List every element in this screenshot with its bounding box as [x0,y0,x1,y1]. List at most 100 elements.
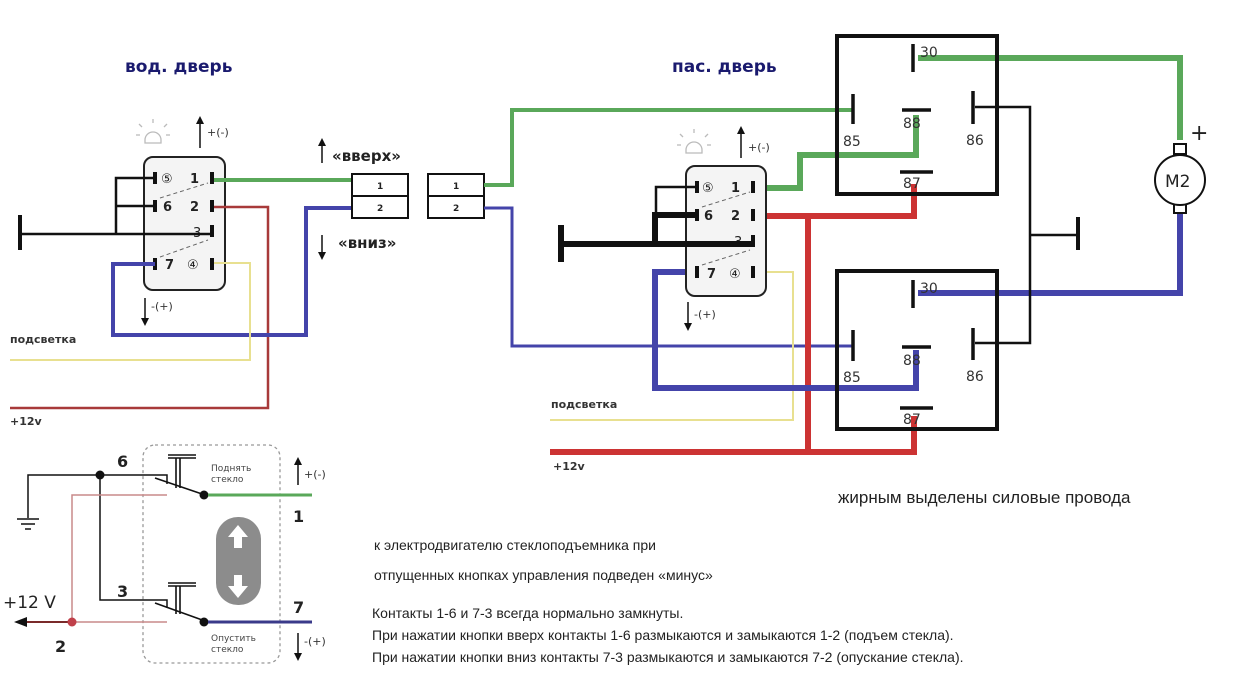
driver-ground-wires [18,176,213,250]
lower-button-icon [154,582,206,622]
relay-up-pin-87: 87 [903,176,921,192]
schematic-pin-3: 3 [117,582,128,601]
switch-schematic: 6 3 +12 V 2 Поднять стекло [3,444,326,664]
raise-button-icon [154,454,206,496]
schematic-switch-outline [142,444,281,664]
junction-dot [95,470,105,480]
down-polarity-label: -(+) [151,300,173,313]
schematic-down-arrow-icon [294,633,302,661]
passenger-ground-wires [558,185,753,262]
switch-body [143,156,226,291]
motor-plus-label: + [1190,121,1208,146]
down-arrow-icon [141,298,149,326]
relay-86-common-wire [975,105,1032,345]
power-wires-note: жирным выделены силовые провода [838,488,1131,507]
passenger-switch-body [685,165,767,297]
up-arrow-icon [196,116,204,148]
schematic-pin-6: 6 [117,452,128,471]
relay-up-pin-86: 86 [966,133,984,149]
passenger-door-title: пас. дверь [672,57,777,77]
schematic-pin-7: 7 [293,598,304,617]
relay-up-pin-85: 85 [843,134,861,150]
pin-7-label: 7 [165,258,174,273]
up-arrow-connector-icon [318,138,326,163]
relay-down-pin-86: 86 [966,369,984,385]
relay-down-pin-87: 87 [903,412,921,428]
driver-12v-label: +12v [10,415,43,428]
up-polarity-label: +(-) [207,126,229,139]
relay-up-pin-30: 30 [920,45,938,61]
lamp-icon [677,129,711,154]
connector-left-pin-1: 1 [377,182,383,192]
pin-2-label: 2 [731,209,740,224]
pin-4-label: ④ [729,267,741,282]
lamp-icon [136,119,170,144]
ground-icon [17,474,100,530]
up-arrow-icon [737,126,745,158]
supply-arrow-icon [14,617,27,627]
pin-6-label: 6 [163,200,172,215]
raise-label-1: Поднять [211,464,251,474]
pin-5-label: ⑤ [702,181,714,196]
motor-label: M2 [1165,172,1190,192]
motor-note-line-1: к электродвигателю стеклоподъемника при [374,537,656,553]
contacts-note-line-1: Контакты 1-6 и 7-3 всегда нормально замк… [372,605,683,621]
down-arrow-connector-icon [318,235,326,260]
connector-left: 1 2 [351,173,409,219]
connector-right-pin-1: 1 [453,182,459,192]
connector-left-pin-2: 2 [377,204,383,214]
driver-power-wire [10,205,270,410]
lower-label-2: стекло [211,645,244,655]
passenger-backlight-wire [550,271,794,421]
contacts-note-line-2: При нажатии кнопки вверх контакты 1-6 ра… [372,627,954,643]
passenger-down-to-relay2-wire [652,269,919,391]
relay-up: 30 85 88 86 87 [835,34,999,196]
down-direction-label: «вниз» [338,234,396,252]
passenger-backlight-label: подсветка [551,398,617,411]
schematic-up-polarity: +(-) [304,468,326,481]
relay2-to-motor-wire [918,210,1183,296]
connector-up-to-relay1-wire [484,108,852,187]
contacts-note-line-3: При нажатии кнопки вниз контакты 7-3 раз… [372,649,964,665]
schematic-up-arrow-icon [294,457,302,485]
pin-2-label: 2 [190,200,199,215]
schematic-supply-label: +12 V [3,593,56,613]
connector-right: 1 2 [427,173,485,219]
relay-down-pin-87a: 88 [903,353,921,369]
pin-7-label: 7 [707,267,716,282]
passenger-up-to-relay1-wire [752,115,919,191]
rocker-switch-icon [216,517,261,605]
relay1-to-motor-wire [918,55,1183,140]
passenger-down-polarity-label: -(+) [694,308,716,321]
relay-down-pin-30: 30 [920,281,938,297]
motor-m2: M2 + [1154,121,1208,214]
driver-door-title: вод. дверь [125,57,232,77]
passenger-power-to-relay2-wire [805,216,917,455]
schematic-pin-1: 1 [293,507,304,526]
passenger-switch: +(-) ⑤ 1 6 2 3 7 ④ -(+) [677,126,770,331]
up-direction-label: «вверх» [332,147,401,165]
driver-down-wire [111,206,352,337]
relay-down-pin-85: 85 [843,370,861,386]
pin-6-label: 6 [704,209,713,224]
junction-dot-red [67,617,77,627]
driver-backlight-wire [10,262,251,361]
connector-down-to-relay2-wire [484,206,852,348]
pin-1-label: 1 [190,172,199,187]
driver-backlight-label: подсветка [10,333,76,346]
pin-4-label: ④ [187,258,199,273]
relay-up-pin-87a: 88 [903,116,921,132]
passenger-up-polarity-label: +(-) [748,141,770,154]
pin-5-label: ⑤ [161,172,173,187]
driver-switch: +(-) ⑤ 1 6 2 3 7 ④ -(+) [136,116,229,326]
relay-down: 30 85 88 86 87 [835,269,999,431]
raise-label-2: стекло [211,475,244,485]
schematic-down-polarity: -(+) [304,635,326,648]
schematic-pin-2: 2 [55,637,66,656]
passenger-12v-label: +12v [553,460,586,473]
pin-1-label: 1 [731,181,740,196]
motor-note-line-2: отпущенных кнопках управления подведен «… [374,567,713,583]
lower-label-1: Опустить [211,634,256,644]
down-arrow-icon [684,302,692,331]
